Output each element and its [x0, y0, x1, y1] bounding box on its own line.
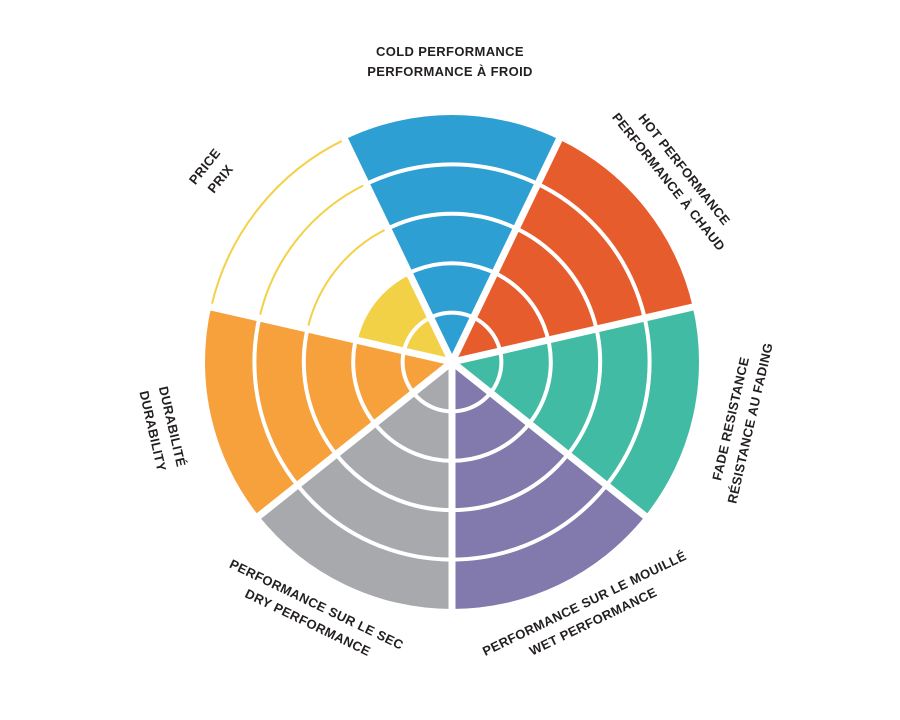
sector-hot-performance [452, 139, 693, 362]
unfilled-ring-arc-price [306, 227, 389, 330]
sector-gap [451, 302, 699, 366]
sector-gap [449, 359, 652, 522]
sector-durability [204, 307, 452, 516]
sector-gap [205, 302, 453, 366]
unfilled-ring-arc-price [258, 183, 367, 319]
label-cold-performance: COLD PERFORMANCE PERFORMANCE À FROID [367, 42, 533, 82]
sector-gap [252, 359, 455, 522]
sector-dry-performance [258, 362, 452, 609]
sector-wet-performance [452, 362, 646, 609]
label-line-secondary: PERFORMANCE À FROID [367, 64, 533, 79]
unfilled-ring-arc-price [210, 138, 346, 308]
sector-gap [339, 133, 456, 364]
sector-gap [448, 133, 565, 364]
sector-fade-resistance [452, 307, 700, 516]
label-line-primary: COLD PERFORMANCE [376, 43, 524, 59]
sector-cold-performance [344, 114, 560, 363]
